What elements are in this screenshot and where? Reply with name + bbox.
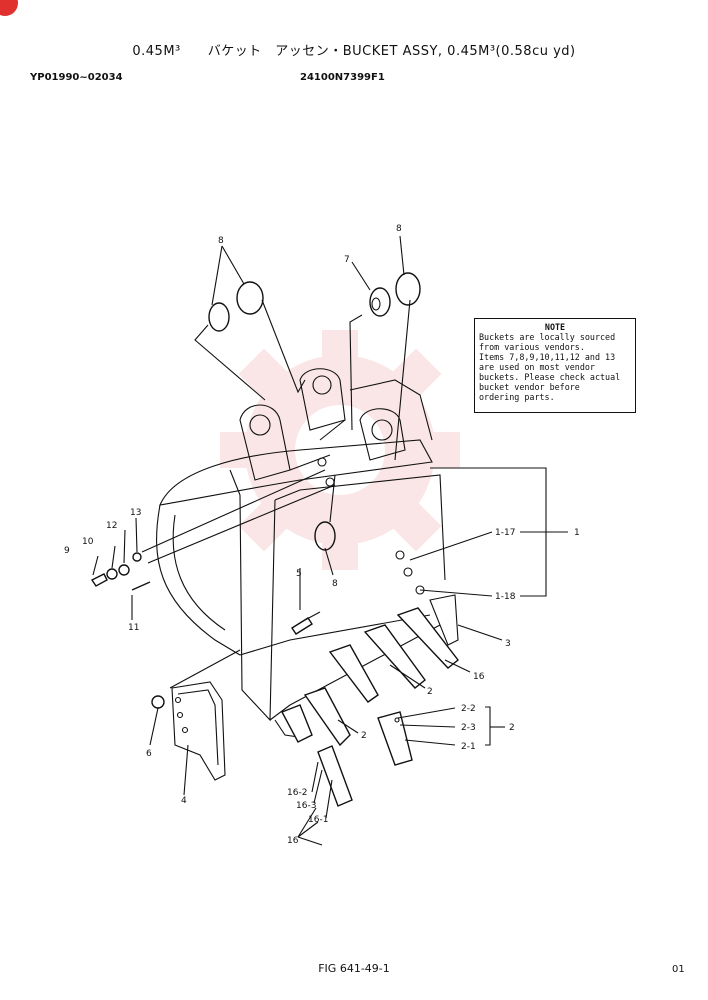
page-number: 01 xyxy=(672,964,685,975)
callout-6: 6 xyxy=(146,749,152,759)
loose-tooth-2 xyxy=(377,711,413,766)
callout-16-2: 16-2 xyxy=(287,788,307,798)
figure-number: FIG 641-49-1 xyxy=(318,962,390,975)
callout-16-1: 16-1 xyxy=(308,815,328,825)
callout-16-3: 16-3 xyxy=(296,801,316,811)
callout-2-3: 2-3 xyxy=(461,723,476,733)
small-hardware xyxy=(90,469,336,709)
callout-2c: 2 xyxy=(509,723,515,733)
note-body: Buckets are locally sourced from various… xyxy=(479,332,621,402)
corner-badge-icon xyxy=(0,0,18,16)
callout-8b: 8 xyxy=(396,224,402,234)
bucket-teeth xyxy=(281,607,459,747)
callout-7: 7 xyxy=(344,255,350,265)
loose-tooth-16 xyxy=(317,745,353,807)
page-title: 0.45M³ バケット アッセン・BUCKET ASSY, 0.45M³(0.5… xyxy=(132,44,576,59)
o-ring-parts xyxy=(208,272,421,551)
note-heading: NOTE xyxy=(544,322,566,332)
callout-1-18: 1-18 xyxy=(495,592,516,602)
callout-1-17: 1-17 xyxy=(495,528,515,538)
callout-3: 3 xyxy=(505,639,511,649)
callout-2-1: 2-1 xyxy=(461,742,476,752)
gear-watermark-icon xyxy=(220,330,460,570)
bucket-body xyxy=(156,368,459,781)
vendor-note-box: NOTE Buckets are locally sourced from va… xyxy=(474,318,636,413)
callout-10: 10 xyxy=(82,537,94,547)
callout-16a: 16 xyxy=(473,672,485,682)
callout-13: 13 xyxy=(130,508,141,518)
callout-labels: 8 8 7 8 1 1-17 1-18 13 12 10 9 11 5 3 16… xyxy=(64,224,580,846)
bolt-5 xyxy=(291,611,321,635)
serial-range: YP01990~02034 xyxy=(30,72,123,83)
bushing-7 xyxy=(369,287,391,317)
callout-12: 12 xyxy=(106,521,117,531)
callout-2b: 2 xyxy=(361,731,367,741)
leader-lines xyxy=(92,235,568,846)
callout-5: 5 xyxy=(296,569,302,579)
callout-1: 1 xyxy=(574,528,580,538)
callout-11: 11 xyxy=(128,623,139,633)
callout-16b: 16 xyxy=(287,836,299,846)
callout-2a: 2 xyxy=(427,687,433,697)
callout-9: 9 xyxy=(64,546,70,556)
callout-8a: 8 xyxy=(218,236,224,246)
assembly-part-number: 24100N7399F1 xyxy=(300,72,385,83)
callout-4: 4 xyxy=(181,796,187,806)
callout-2-2: 2-2 xyxy=(461,704,476,714)
callout-8c: 8 xyxy=(332,579,338,589)
